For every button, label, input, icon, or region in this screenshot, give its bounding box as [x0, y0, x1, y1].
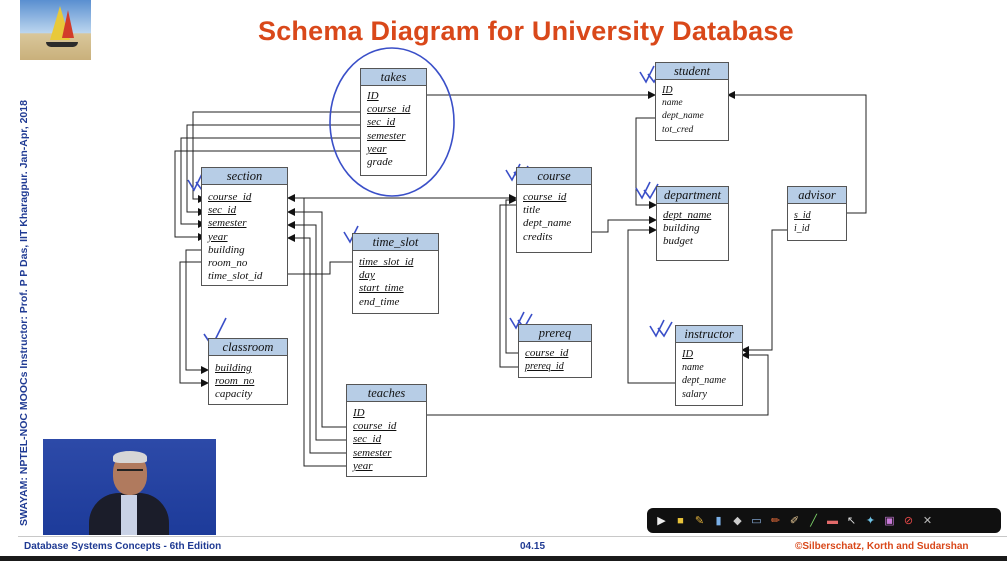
table-department: department dept_name building budget	[656, 186, 729, 261]
table-teaches-header: teaches	[347, 385, 426, 402]
cursor-icon[interactable]: ▶	[657, 515, 666, 527]
attr-room-no: room_no	[208, 257, 248, 270]
attr-year: year	[367, 142, 387, 155]
table-time-slot: time_slot time_slot_id day start_time en…	[352, 233, 439, 314]
folder-icon[interactable]: ■	[677, 514, 684, 527]
attr-start-time: start_time	[359, 282, 404, 295]
slide-title: Schema Diagram for University Database	[258, 16, 794, 46]
attr-dept-name: dept_name	[682, 375, 726, 387]
attr-sec-id: sec_id	[353, 433, 382, 446]
table-advisor-header: advisor	[788, 187, 846, 204]
table-instructor-header: instructor	[676, 326, 742, 343]
table-department-header: department	[657, 187, 728, 204]
clear-icon[interactable]: ⊘	[903, 515, 914, 527]
attr-room-no: room_no	[215, 375, 255, 388]
attr-building: building	[215, 362, 252, 374]
attr-dept-name: dept_name	[663, 209, 712, 221]
attr-course-id: course_id	[367, 103, 411, 116]
attr-time-slot-id: time_slot_id	[208, 270, 263, 283]
color-icon[interactable]: ✦	[865, 515, 876, 527]
attr-semester: semester	[208, 217, 247, 230]
attr-course-id: course_id	[208, 191, 252, 203]
eraser-icon[interactable]: ◆	[733, 515, 742, 527]
attr-time-slot-id: time_slot_id	[359, 256, 414, 268]
table-takes-header: takes	[361, 69, 426, 86]
attr-capacity: capacity	[215, 388, 253, 401]
attr-id: ID	[682, 349, 694, 360]
attr-prereq-id: prereq_id	[525, 361, 564, 373]
attr-id: ID	[353, 407, 365, 419]
attr-semester: semester	[367, 129, 406, 142]
text-icon[interactable]: ▬	[827, 514, 838, 527]
attr-sec-id: sec_id	[208, 204, 237, 217]
attr-id: ID	[367, 90, 379, 102]
attr-year: year	[353, 459, 373, 472]
table-prereq-header: prereq	[519, 325, 591, 342]
footer-book-title: Database Systems Concepts - 6th Edition	[24, 541, 222, 552]
attr-semester: semester	[353, 446, 392, 459]
nptel-logo	[20, 0, 91, 60]
table-time-slot-header: time_slot	[353, 234, 438, 251]
attr-end-time: end_time	[359, 295, 400, 308]
table-teaches: teaches ID course_id sec_id semester yea…	[346, 384, 427, 477]
attr-course-id: course_id	[523, 191, 567, 203]
table-student: student ID name dept_name tot_cred	[655, 62, 729, 141]
attr-name: name	[662, 98, 683, 109]
close-icon[interactable]: ✕	[922, 515, 933, 527]
table-advisor: advisor s_id i_id	[787, 186, 847, 241]
table-prereq: prereq course_id prereq_id	[518, 324, 592, 378]
attr-credits: credits	[523, 230, 553, 243]
table-classroom: classroom building room_no capacity	[208, 338, 288, 405]
footer-divider	[18, 536, 1007, 537]
annotation-toolbar: ▶ ■ ✎ ▮ ◆ ▭ ✏ ✐ ╱ ▬ ↖ ✦ ▣ ⊘ ✕	[647, 508, 1001, 533]
table-course-header: course	[517, 168, 591, 185]
attr-building: building	[208, 243, 245, 256]
pen-check-department	[635, 181, 659, 200]
pen-icon[interactable]: ✎	[694, 515, 705, 527]
marker-icon[interactable]: ✏	[770, 515, 781, 527]
instructor-video	[43, 439, 216, 535]
attr-course-id: course_id	[353, 420, 397, 433]
pen-check-time-slot	[343, 225, 359, 244]
attr-title: title	[523, 204, 541, 217]
attr-grade: grade	[367, 156, 393, 169]
attr-course-id: course_id	[525, 347, 569, 359]
footer-page-number: 04.15	[520, 541, 546, 552]
table-section: section course_id sec_id semester year b…	[201, 167, 288, 286]
pointer-icon[interactable]: ↖	[846, 515, 857, 527]
pen-circle-takes	[329, 47, 455, 197]
attr-tot-cred: tot_cred	[662, 124, 694, 135]
highlighter-icon[interactable]: ▮	[715, 515, 722, 527]
attr-day: day	[359, 269, 375, 282]
attr-year: year	[208, 230, 228, 243]
table-student-header: student	[656, 63, 728, 80]
attr-s-id: s_id	[794, 210, 811, 221]
table-instructor: instructor ID name dept_name salary	[675, 325, 743, 406]
table-course: course course_id title dept_name credits	[516, 167, 592, 253]
attr-i-id: i_id	[794, 223, 810, 235]
footer-copyright: ©Silberschatz, Korth and Sudarshan	[795, 541, 969, 552]
pen-check-instructor	[649, 319, 673, 338]
screen-bottom-bar	[0, 556, 1007, 561]
attr-salary: salary	[682, 388, 707, 400]
table-section-header: section	[202, 168, 287, 185]
attr-sec-id: sec_id	[367, 116, 396, 129]
table-takes: takes ID course_id sec_id semester year …	[360, 68, 427, 176]
attr-dept-name: dept_name	[662, 111, 704, 122]
shape-icon[interactable]: ╱	[810, 515, 817, 527]
attr-name: name	[682, 362, 704, 374]
screen-icon[interactable]: ▭	[751, 515, 762, 527]
attr-building: building	[663, 222, 700, 235]
brush-icon[interactable]: ✐	[789, 515, 800, 527]
attr-budget: budget	[663, 235, 693, 248]
table-classroom-header: classroom	[209, 339, 287, 356]
attr-id: ID	[662, 85, 673, 96]
palette-icon[interactable]: ▣	[884, 515, 895, 527]
attr-dept-name: dept_name	[523, 217, 572, 230]
